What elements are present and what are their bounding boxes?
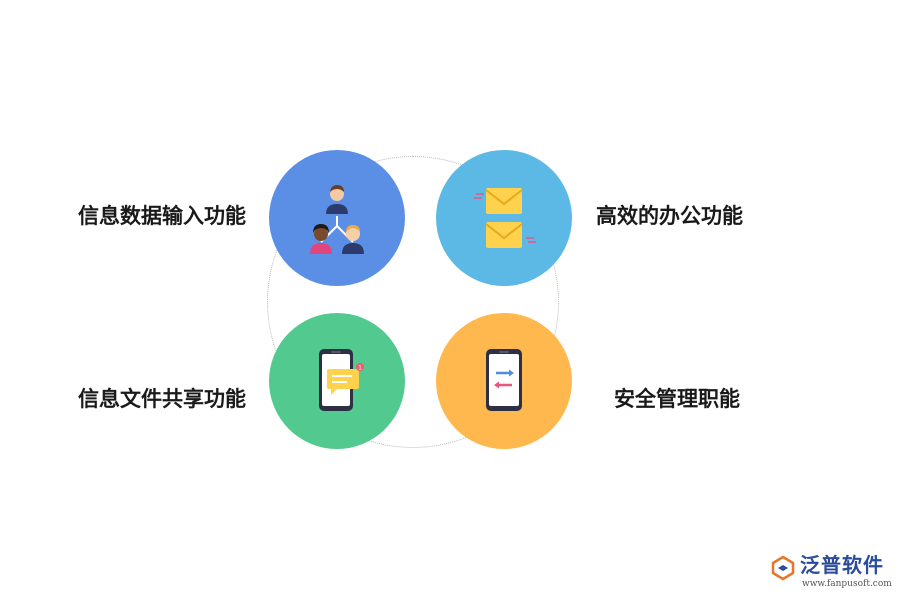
circle-data-input bbox=[269, 150, 405, 286]
dotted-ring bbox=[267, 156, 559, 448]
label-file-sharing: 信息文件共享功能 bbox=[78, 387, 246, 411]
circle-office bbox=[436, 150, 572, 286]
phone-transfer-icon bbox=[486, 349, 522, 411]
circle-security bbox=[436, 313, 572, 449]
label-data-input: 信息数据输入功能 bbox=[78, 204, 246, 228]
fanpu-logo-icon bbox=[771, 555, 795, 581]
brand-url: www.fanpusoft.com bbox=[802, 579, 892, 589]
phone-message-icon: 1 bbox=[319, 349, 364, 411]
svg-text:1: 1 bbox=[358, 365, 362, 372]
label-security: 安全管理职能 bbox=[614, 387, 740, 411]
people-network-icon bbox=[310, 185, 364, 254]
envelopes-icon bbox=[474, 188, 536, 248]
brand-logo: 泛普软件 www.fanpusoft.com bbox=[770, 553, 892, 593]
circle-file-sharing: 1 bbox=[269, 313, 405, 449]
brand-name: 泛普软件 bbox=[800, 553, 884, 577]
label-office: 高效的办公功能 bbox=[596, 204, 743, 228]
